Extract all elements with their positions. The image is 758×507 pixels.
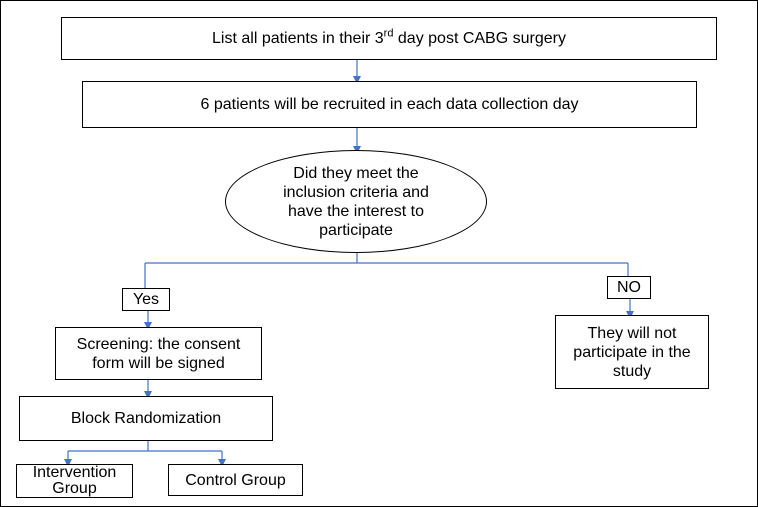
intervention-line: Group xyxy=(52,480,97,497)
not-participate-box: They will not participate in the study xyxy=(555,315,709,389)
step-list-patients-text: List all patients in their 3rd day post … xyxy=(212,27,566,47)
not-participate-line: study xyxy=(612,362,652,380)
no-label: NO xyxy=(607,276,651,299)
not-participate-line: They will not xyxy=(587,324,677,342)
block-randomization-box: Block Randomization xyxy=(19,396,273,441)
not-participate-line: participate in the xyxy=(573,343,691,361)
intervention-line: Intervention xyxy=(32,464,117,481)
yes-label: Yes xyxy=(122,288,170,311)
screening-box: Screening: the consent form will be sign… xyxy=(55,327,262,380)
decision-line: participate xyxy=(319,221,393,239)
step-recruit: 6 patients will be recruited in each dat… xyxy=(82,81,697,128)
decision-inclusion-criteria: Did they meet the inclusion criteria and… xyxy=(225,150,487,253)
screening-line: Screening: the consent xyxy=(76,335,241,353)
step-list-patients: List all patients in their 3rd day post … xyxy=(61,17,717,60)
control-group-box: Control Group xyxy=(168,464,303,496)
step-recruit-text: 6 patients will be recruited in each dat… xyxy=(200,96,579,113)
decision-line: have the interest to xyxy=(287,202,425,220)
decision-line: Did they meet the xyxy=(293,164,419,182)
screening-line: form will be signed xyxy=(92,354,225,372)
decision-line: inclusion criteria and xyxy=(283,183,429,201)
intervention-group-box: Intervention Group xyxy=(16,464,133,498)
